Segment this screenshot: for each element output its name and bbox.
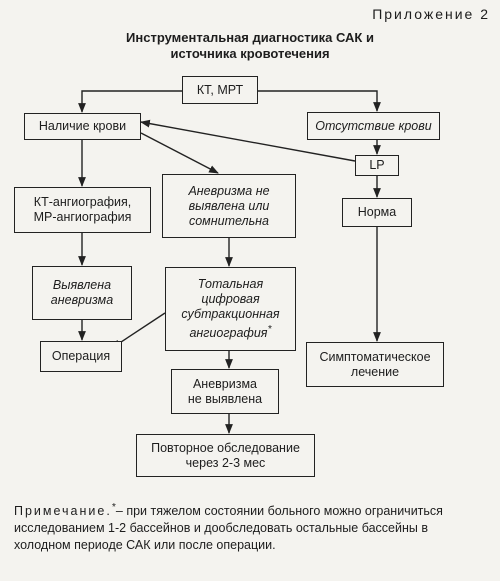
node-ct-angiography-line-2: МР-ангиография	[33, 210, 132, 224]
node-aneurysm-unclear-line-3: сомнительна	[188, 213, 269, 228]
appendix-label: Приложение 2	[372, 6, 490, 22]
node-total-angiography-line-4-text: ангиография	[189, 326, 268, 341]
node-aneurysm-found-line-2: аневризма	[50, 293, 114, 307]
node-repeat-line-1: Повторное обследование	[151, 440, 300, 455]
node-aneurysm-unclear-line-1: Аневризма не	[188, 183, 270, 198]
node-repeat-line-2: через 2-3 мес	[185, 455, 266, 470]
node-aneurysm-unclear: Аневризма не выявлена или сомнительна	[162, 174, 296, 238]
arrow-ct-to-blood-present	[78, 90, 182, 113]
footnote-star: *	[111, 502, 116, 513]
node-total-angiography-line-2: цифровая	[201, 291, 260, 306]
node-aneurysm-found: Выявлена аневризма	[32, 266, 132, 320]
node-aneurysm-found-line-1: Выявлена	[52, 278, 112, 292]
footnote-lead: Примечание.	[14, 504, 112, 519]
node-ct-mrt-label: КТ, МРТ	[196, 82, 244, 97]
arrow-ct-to-blood-absent	[258, 90, 381, 112]
node-repeat-examination: Повторное обследование через 2-3 мес	[136, 434, 315, 477]
node-operation-label: Операция	[51, 349, 111, 363]
footnote-text: – при тяжелом состоянии больного можно о…	[14, 504, 443, 553]
node-blood-present-label: Наличие крови	[38, 119, 127, 133]
node-symptomatic-line-2: лечение	[350, 364, 400, 379]
footnote: Примечание.*– при тяжелом состоянии боль…	[14, 499, 484, 554]
arrow-present-to-unclear	[140, 132, 219, 174]
node-total-angiography-line-1: Тотальная	[197, 276, 264, 291]
footnote-marker: *	[267, 323, 272, 335]
node-operation: Операция	[40, 341, 122, 372]
node-ct-angiography-line-1: КТ-ангиография,	[33, 195, 132, 209]
node-ct-angiography: КТ-ангиография, МР-ангиография	[14, 187, 151, 233]
node-norm: Норма	[342, 198, 412, 227]
node-symptomatic-line-1: Симптоматическое	[319, 349, 431, 364]
node-total-angiography-line-3: субтракционная	[181, 306, 280, 321]
node-total-angiography-line-4: ангиография*	[189, 322, 271, 341]
node-symptomatic-treatment: Симптоматическое лечение	[306, 342, 444, 387]
node-lp: LP	[355, 155, 399, 176]
node-blood-absent-label: Отсутствие крови	[315, 118, 432, 133]
node-aneurysm-not-found: Аневризма не выявлена	[171, 369, 279, 414]
arrow-lp-to-blood-present	[140, 119, 356, 162]
node-blood-present: Наличие крови	[24, 113, 141, 140]
node-ct-mrt: КТ, МРТ	[182, 76, 258, 104]
node-norm-label: Норма	[357, 205, 397, 219]
title-line-2: источника кровотечения	[170, 46, 330, 61]
node-lp-label: LP	[369, 158, 385, 172]
node-blood-absent: Отсутствие крови	[307, 112, 440, 140]
title-line-1: Инструментальная диагностика САК и	[126, 30, 374, 45]
node-aneurysm-not-found-line-1: Аневризма	[192, 376, 258, 391]
node-aneurysm-not-found-line-2: не выявлена	[187, 391, 263, 406]
node-total-angiography: Тотальная цифровая субтракционная ангиог…	[165, 267, 296, 351]
page-title: Инструментальная диагностика САК и источ…	[40, 30, 460, 62]
node-aneurysm-unclear-line-2: выявлена или	[188, 198, 270, 213]
